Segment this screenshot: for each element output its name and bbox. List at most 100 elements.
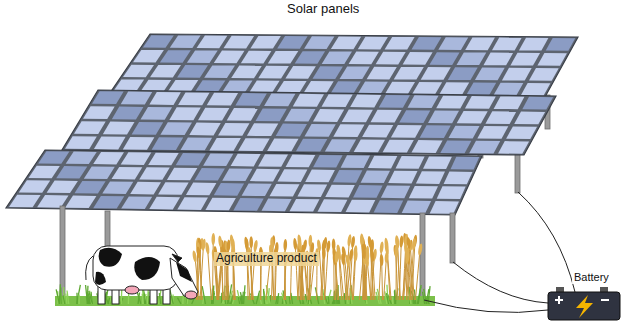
solar-cell [214,183,244,196]
wheat-stalk [232,238,235,300]
cow-patch [99,248,122,267]
wheat-ear [293,238,298,250]
solar-cell [510,53,540,66]
solar-cell [169,107,201,120]
support-post [515,153,520,193]
solar-cell [204,65,235,78]
solar-cell [207,93,238,106]
solar-cell [224,36,255,49]
solar-cell [436,96,467,109]
wheat-ear [192,250,198,262]
solar-cell [430,52,460,65]
solar-cell [187,50,218,63]
solar-cell [150,65,181,78]
solar-cell [396,156,425,169]
solar-cell [293,94,324,107]
solar-cell [29,166,60,179]
cow-udder [125,286,139,294]
panel-frame [62,90,556,155]
solar-cell [297,184,327,197]
solar-cell [346,200,376,213]
solar-cell [278,169,308,182]
grass-blade [263,289,265,304]
solar-cell [506,126,537,139]
solar-cell [121,196,152,209]
solar-cell [203,153,233,166]
wheat-ear [384,242,389,254]
solar-cell [383,140,414,153]
solar-cell [195,168,225,181]
grass-blade [67,290,69,304]
solar-cell [402,201,431,214]
grass-blade [244,285,245,304]
grass-blade [63,295,65,304]
grass-blade [137,293,141,304]
wheat-ear [348,249,353,261]
solar-cell [132,122,164,135]
wheat-ear [226,239,230,251]
solar-cell [250,36,281,49]
solar-cell [242,184,272,197]
wheat-ear [370,250,375,262]
solar-cell [358,82,388,95]
solar-cell [330,81,360,94]
wheat-ear [323,237,328,249]
solar-cell [448,67,478,80]
wheat-ear [353,250,358,262]
solar-cell [103,122,135,135]
solar-cell [421,67,451,80]
wire [424,300,548,312]
solar-cell [197,36,228,49]
solar-cell [409,186,438,199]
solar-cell [93,152,124,165]
panel-label: Solar panels [285,2,361,17]
solar-cell [466,83,496,96]
grass-blade [386,293,388,304]
solar-cell [428,111,459,124]
solar-cell [262,199,292,212]
solar-cell [167,168,198,181]
solar-cell [65,136,97,149]
cow-muzzle [185,291,197,299]
solar-cell [412,82,442,95]
solar-cell [331,37,361,50]
solar-cell [112,167,143,180]
solar-cell [361,170,390,183]
solar-cell [350,95,381,108]
solar-cell [318,199,348,212]
solar-cell [376,52,406,65]
solar-cell [457,111,488,124]
solar-cell [502,68,532,81]
solar-cell [483,53,513,66]
wheat-ear [211,233,215,245]
wire [453,262,548,303]
solar-cell [258,66,289,79]
crop-label: Agriculture product [214,252,319,266]
grass-blade [77,285,81,304]
solar-cell [451,157,480,170]
cow-patch [176,262,192,282]
solar-cell [457,52,487,65]
wheat-ear [406,253,411,265]
solar-cell [385,37,415,50]
solar-cell [303,81,334,94]
solar-cell [498,141,529,154]
solar-cell [465,38,495,51]
solar-cell [241,51,272,64]
solar-cell [379,95,410,108]
cow-ear [172,254,182,262]
cow-patch [95,272,106,285]
solar-cell [130,182,161,195]
solar-cell [92,91,124,104]
solar-cell [139,167,170,180]
grass-blade [278,293,279,304]
solar-cell [121,92,153,105]
solar-cell [333,170,363,183]
grass-blade [256,291,260,304]
solar-cell [349,52,379,65]
wheat-ear [347,234,352,246]
solar-cell [123,65,154,78]
solar-cell [313,109,344,122]
grass-blade [90,291,92,304]
